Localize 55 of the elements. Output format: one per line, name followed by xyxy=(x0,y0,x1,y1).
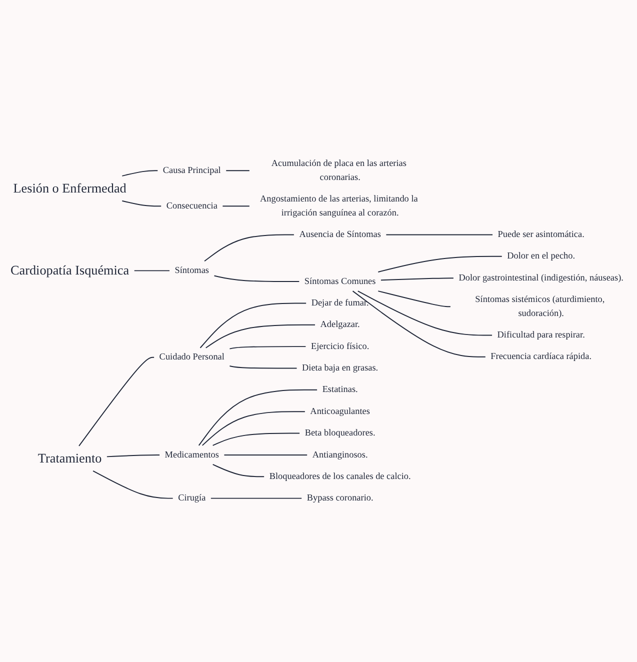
node-text: Consecuencia xyxy=(166,201,218,212)
connector xyxy=(352,290,486,358)
node-text: Lesión o Enfermedad xyxy=(13,181,126,196)
connector xyxy=(210,498,302,499)
node-text: Puede ser asintomática. xyxy=(498,230,584,240)
node-text: Tratamiento xyxy=(38,451,102,466)
connector xyxy=(92,470,174,499)
connector xyxy=(229,365,298,369)
connector xyxy=(229,346,306,350)
connector xyxy=(134,270,170,272)
connector xyxy=(122,200,162,207)
node-text: Síntomas Comunes xyxy=(304,276,376,286)
connector xyxy=(78,356,155,446)
node-text: Síntomas xyxy=(174,266,209,276)
connector xyxy=(204,234,294,262)
node-text: Anticoagulantes xyxy=(310,406,370,416)
node-text: Ausencia de Síntomas xyxy=(299,230,381,240)
connector xyxy=(378,290,451,308)
connector xyxy=(122,170,158,176)
node-text: Dejar de fumar. xyxy=(311,298,369,308)
node-text: Dieta baja en grasas. xyxy=(302,363,378,374)
connector xyxy=(380,278,454,281)
node-text: Adelgazar. xyxy=(320,320,360,330)
connector xyxy=(198,389,318,446)
node-text: Dificultad para respirar. xyxy=(497,330,585,340)
node-text: Bloqueadores de los canales de calcio. xyxy=(269,472,411,482)
node-text: Cardiopatía Isquémica xyxy=(10,263,130,278)
connector xyxy=(378,256,502,272)
node-text: Cirugía xyxy=(178,493,206,504)
node-text: Antianginosos. xyxy=(312,450,368,460)
connector xyxy=(222,206,250,207)
node-text: Ejercicio físico. xyxy=(310,342,370,352)
connector xyxy=(212,464,265,478)
node-text: Cuidado Personal xyxy=(159,352,224,362)
connector xyxy=(224,454,308,456)
node-text: Frecuencia cardíaca rápida. xyxy=(490,352,592,362)
connector xyxy=(357,290,493,336)
node-text: Síntomas sistémicos (aturdimiento, sudoración). xyxy=(475,294,605,318)
connector xyxy=(214,275,300,282)
connector xyxy=(386,234,494,236)
connector xyxy=(106,454,160,458)
node-text: Causa Principal xyxy=(162,166,221,176)
node-text: Angostamiento de las arterias, limitando la irrigación sanguínea al corazón. xyxy=(260,194,418,218)
connector xyxy=(202,411,306,446)
connector xyxy=(200,302,307,348)
node-text: Beta bloqueadores. xyxy=(304,428,376,438)
node-text: Medicamentos xyxy=(164,450,219,460)
connector xyxy=(212,432,300,446)
node-text: Acumulación de placa en las arterias coronarias. xyxy=(271,158,406,182)
node-text: Bypass coronario. xyxy=(306,493,374,504)
node-text: Dolor en el pecho. xyxy=(507,251,576,262)
connector xyxy=(205,324,316,348)
connector xyxy=(226,170,250,172)
node-text: Estatinas. xyxy=(322,384,358,395)
node-text: Dolor gastrointestinal (indigestión, náuseas). xyxy=(458,273,624,283)
